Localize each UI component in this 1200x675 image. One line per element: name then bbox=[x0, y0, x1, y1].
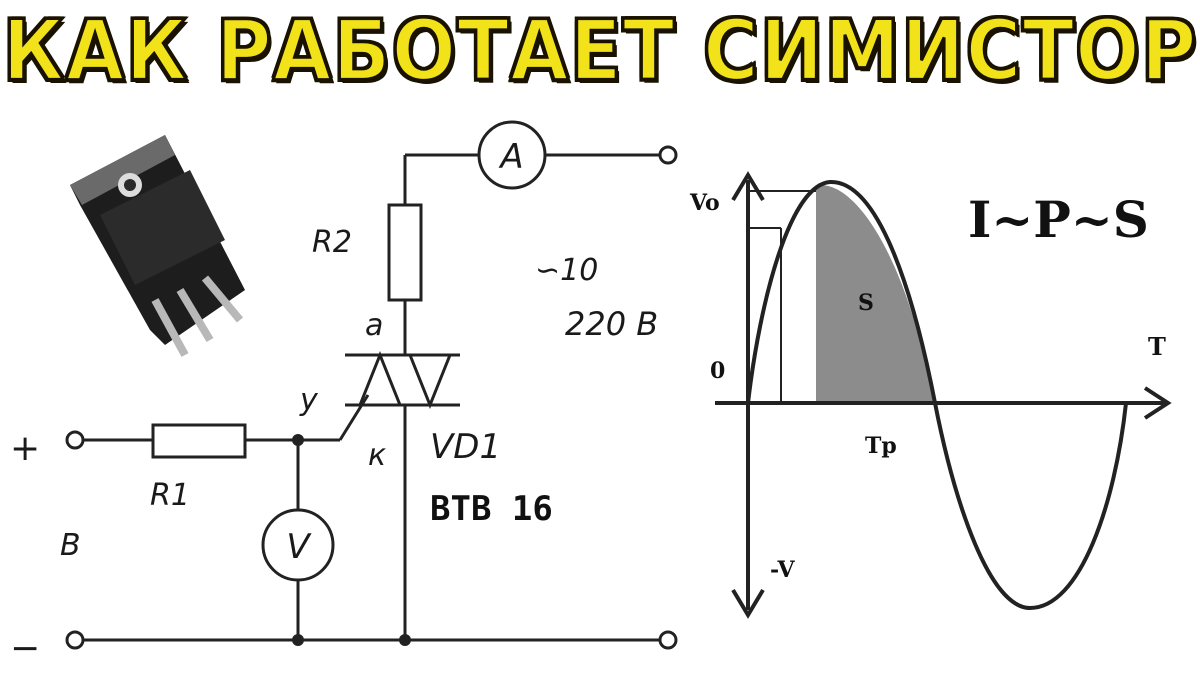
ac-source-label: ∽10 bbox=[535, 253, 598, 288]
t-axis-label: T bbox=[1148, 332, 1166, 361]
r2-label: R2 bbox=[312, 225, 352, 260]
device-ref-label: VD1 bbox=[430, 427, 501, 467]
plus-label: + bbox=[10, 428, 40, 469]
anode-label: a bbox=[365, 308, 383, 343]
vo-label: Vo bbox=[689, 190, 720, 216]
formula-label: I~P~S bbox=[968, 190, 1149, 249]
junctions bbox=[292, 434, 411, 646]
page-title: КАК РАБОТАЕТ СИМИСТОР bbox=[1, 0, 1198, 101]
device-model-label: BTB 16 bbox=[430, 489, 553, 529]
voltmeter-label: V bbox=[286, 527, 312, 567]
cathode-label: к bbox=[368, 438, 386, 473]
triac-package-image bbox=[70, 135, 245, 357]
terminal-top-right bbox=[658, 145, 678, 165]
gate-label: y bbox=[299, 383, 319, 418]
circuit bbox=[65, 120, 678, 650]
sine-graph bbox=[715, 171, 1172, 619]
neg-v-label: -V bbox=[770, 557, 796, 583]
terminal-minus bbox=[65, 630, 85, 650]
area-label: S bbox=[858, 290, 874, 316]
terminal-plus bbox=[65, 430, 85, 450]
ammeter bbox=[477, 120, 547, 190]
shaded-area bbox=[816, 185, 935, 403]
triac-upper-triangle bbox=[357, 350, 403, 407]
resistor-r2 bbox=[387, 203, 423, 302]
dc-voltage-label: B bbox=[60, 528, 81, 563]
minus-label: − bbox=[10, 628, 40, 669]
triac-lower-triangle bbox=[407, 353, 453, 410]
terminal-bottom-right bbox=[658, 630, 678, 650]
resistor-r1 bbox=[151, 423, 247, 459]
ac-voltage-label: 220 B bbox=[565, 305, 658, 343]
r1-label: R1 bbox=[150, 478, 190, 513]
zero-label: 0 bbox=[710, 358, 725, 384]
tp-label: Tp bbox=[865, 433, 897, 459]
ammeter-label: A bbox=[498, 137, 523, 177]
sine-curve bbox=[746, 179, 1128, 611]
